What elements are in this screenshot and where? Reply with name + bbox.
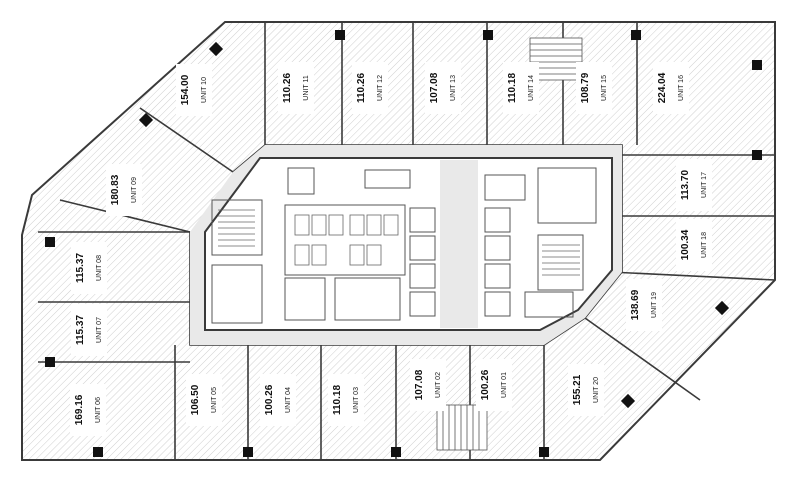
unit-label-u12: UNIT 12 110.26 [352,62,388,114]
unit-label-box [352,62,388,114]
unit-name: UNIT 06 [95,397,102,423]
unit-name: UNIT 17 [701,172,708,198]
unit-label-box [410,359,446,411]
unit-label-box [71,242,107,294]
unit-label-box [503,62,539,114]
unit-name: UNIT 07 [96,317,103,343]
unit-label-box [70,384,106,436]
unit-name: UNIT 20 [593,377,600,403]
unit-name: UNIT 15 [601,75,608,101]
core-rooms [211,167,597,324]
unit-area: 115.37 [75,253,86,283]
unit-area: 100.26 [264,384,275,415]
unit-area: 180.83 [110,174,121,205]
unit-area: 106.50 [190,384,201,415]
unit-name: UNIT 16 [678,75,685,101]
unit-name: UNIT 10 [201,77,208,103]
unit-name: UNIT 09 [131,177,138,203]
unit-name: UNIT 19 [651,292,658,318]
unit-area: 224.04 [657,72,668,103]
unit-label-u17: UNIT 17 113.70 [676,159,712,211]
unit-name: UNIT 05 [211,387,218,413]
unit-label-box [425,62,461,114]
unit-label-u14: UNIT 14 110.18 [503,62,539,114]
unit-label-u16: UNIT 16 224.04 [653,62,689,114]
unit-label-box [676,159,712,211]
unit-area: 100.26 [480,369,491,400]
unit-label-u03: UNIT 03 110.18 [328,374,364,426]
unit-name: UNIT 01 [501,372,508,398]
unit-area: 155.21 [572,374,583,405]
unit-area: 138.69 [630,289,641,320]
unit-label-u09: UNIT 09 180.83 [106,164,142,216]
unit-label-box [106,164,142,216]
unit-label-u02: UNIT 02 107.08 [410,359,446,411]
unit-name: UNIT 11 [303,75,310,101]
unit-label-u13: UNIT 13 107.08 [425,62,461,114]
unit-area: 154.00 [180,74,191,105]
unit-label-box [260,374,296,426]
unit-label-box [476,359,512,411]
unit-area: 107.08 [414,369,425,400]
unit-label-box [278,62,314,114]
unit-label-u18: UNIT 18 100.34 [676,219,712,271]
unit-label-u11: UNIT 11 110.26 [278,62,314,114]
core-outline [204,157,613,331]
unit-name: UNIT 18 [701,232,708,258]
unit-label-box [576,62,612,114]
unit-area: 110.26 [356,73,367,103]
unit-area: 110.18 [332,385,343,415]
unit-area: 169.16 [74,394,85,425]
unit-area: 110.26 [282,73,293,103]
unit-label-box [676,219,712,271]
unit-label-u06: UNIT 06 169.16 [70,384,106,436]
unit-area: 107.08 [429,72,440,103]
core-light-shaft [440,160,478,328]
unit-label-u07: UNIT 07 115.37 [71,304,107,356]
unit-name: UNIT 14 [528,75,535,101]
unit-label-box [71,304,107,356]
unit-label-u20: UNIT 20 155.21 [568,364,604,416]
unit-name: UNIT 04 [285,387,292,413]
unit-label-u01: UNIT 01 100.26 [476,359,512,411]
unit-label-u15: UNIT 15 108.79 [576,62,612,114]
core-stair-treads [218,209,580,276]
unit-name: UNIT 08 [96,255,103,281]
unit-label-box [176,64,212,116]
unit-area: 113.70 [680,170,691,200]
unit-area: 100.34 [680,229,691,260]
unit-label-box [568,364,604,416]
unit-label-u19: UNIT 19 138.69 [626,279,662,331]
unit-label-box [653,62,689,114]
perimeter-stair-bottom [436,404,488,451]
unit-name: UNIT 13 [450,75,457,101]
unit-name: UNIT 12 [377,75,384,101]
unit-name: UNIT 02 [435,372,442,398]
unit-label-box [186,374,222,426]
unit-label-u04: UNIT 04 100.26 [260,374,296,426]
building-core [190,145,622,345]
unit-area: 108.79 [580,72,591,103]
unit-label-u10: UNIT 10 154.00 [176,64,212,116]
unit-area: 110.18 [507,73,518,103]
unit-label-box [328,374,364,426]
washroom-stalls [294,214,399,266]
unit-label-box [626,279,662,331]
unit-label-u08: UNIT 08 115.37 [71,242,107,294]
unit-area: 115.37 [75,315,86,345]
unit-label-u05: UNIT 05 106.50 [186,374,222,426]
unit-name: UNIT 03 [353,387,360,413]
